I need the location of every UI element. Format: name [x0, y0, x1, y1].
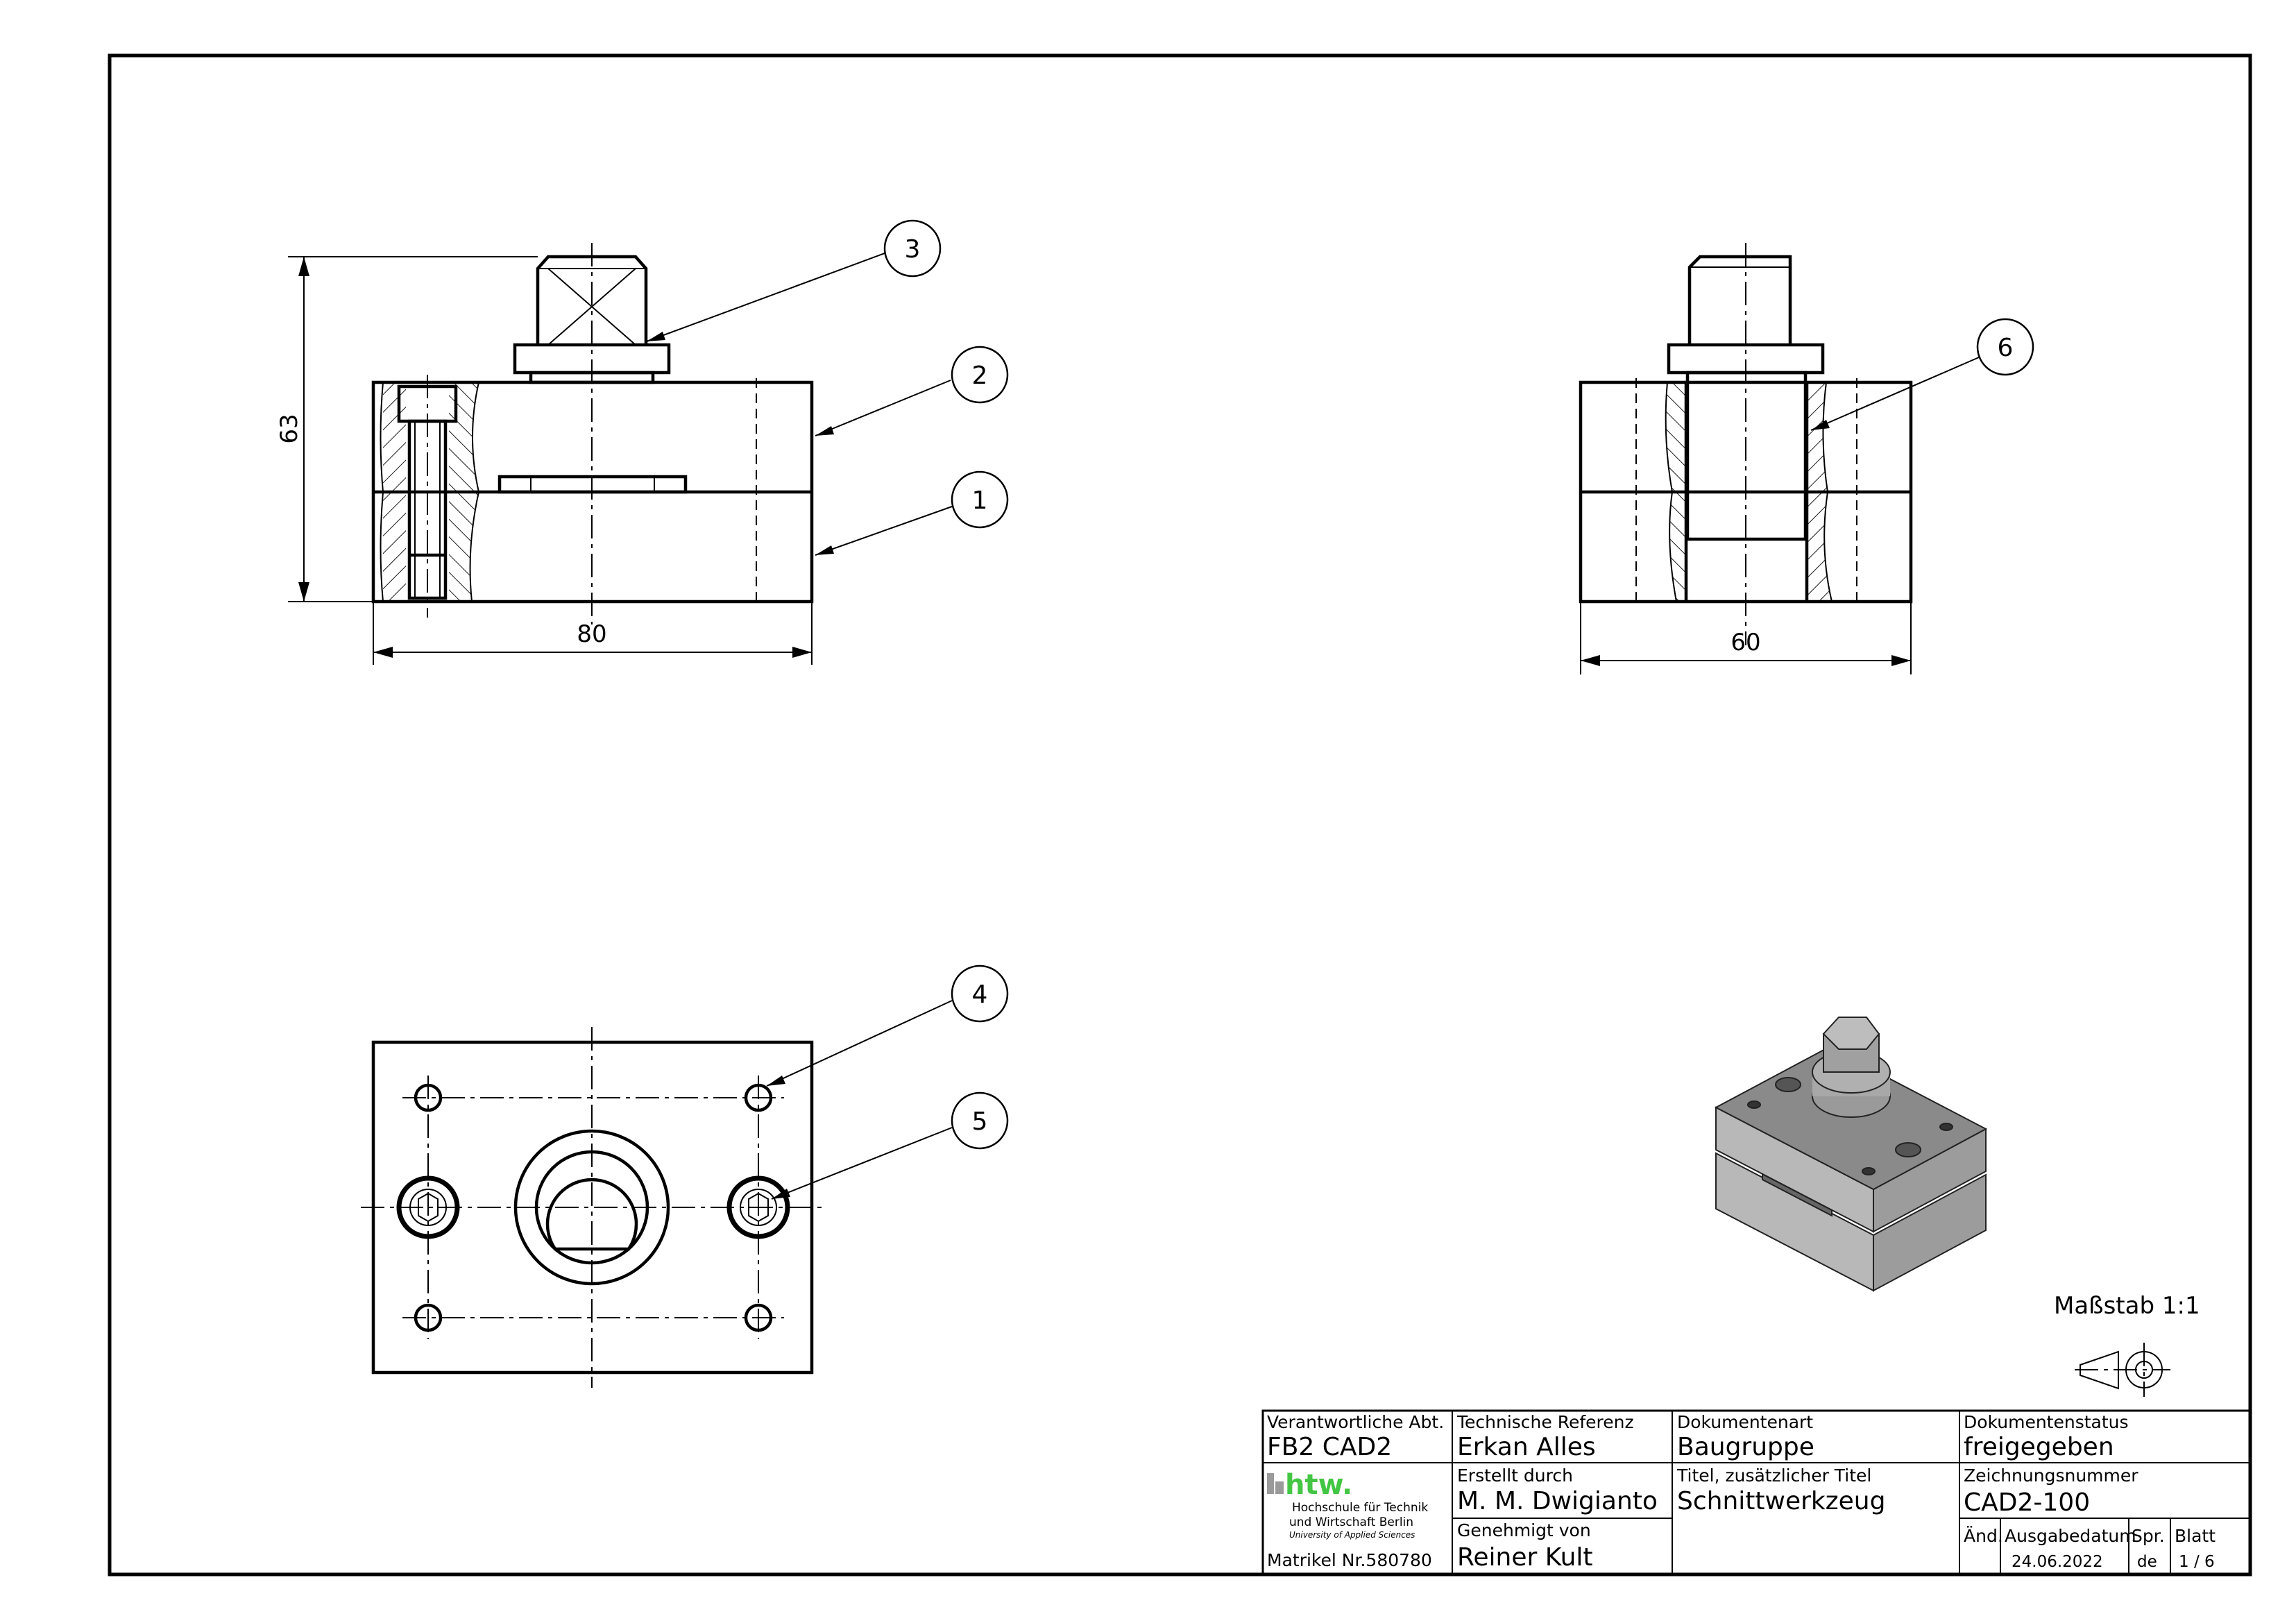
lang: de: [2137, 1553, 2157, 1571]
balloon-5: 5: [771, 1091, 1009, 1200]
section-hatch-area: [383, 382, 406, 602]
matrikel: Matrikel Nr.580780: [1267, 1550, 1432, 1570]
approved-by-label: Genehmigt von: [1457, 1520, 1591, 1540]
doc-type-label: Dokumentenart: [1677, 1412, 1813, 1432]
sheet-label: Blatt: [2175, 1526, 2216, 1546]
projection-symbol-icon: [2075, 1343, 2170, 1397]
issue-date: 24.06.2022: [2012, 1553, 2103, 1571]
responsible-dept-label: Verantwortliche Abt.: [1267, 1412, 1444, 1432]
balloon-4: 4: [766, 965, 1009, 1087]
balloon-3: 3: [646, 219, 942, 342]
balloon-2: 2: [815, 346, 1009, 436]
top-view: [361, 1027, 826, 1388]
balloon-1: 1: [815, 470, 1009, 556]
dim-width-side: 60: [1730, 629, 1760, 656]
dim-width-front: 80: [577, 620, 606, 648]
tech-ref: Erkan Alles: [1457, 1433, 1596, 1461]
created-by: M. M. Dwigianto: [1457, 1487, 1658, 1515]
drawing-no-label: Zeichnungsnummer: [1964, 1465, 2138, 1486]
title-block: Verantwortliche Abt. FB2 CAD2 Technische…: [1261, 1409, 2252, 1576]
htw-logo: htw. Hochschule für Technik und Wirtscha…: [1267, 1469, 1428, 1540]
title-label: Titel, zusätzlicher Titel: [1676, 1465, 1871, 1486]
responsible-dept: FB2 CAD2: [1267, 1433, 1392, 1461]
svg-text:4: 4: [972, 980, 988, 1009]
svg-text:htw.: htw.: [1285, 1469, 1352, 1501]
svg-text:2: 2: [972, 362, 988, 390]
front-view: 63 80: [275, 243, 814, 665]
doc-status: freigegeben: [1964, 1433, 2114, 1461]
drawing-no: CAD2-100: [1964, 1488, 2090, 1517]
doc-status-label: Dokumentenstatus: [1964, 1412, 2129, 1432]
approved-by: Reiner Kult: [1457, 1543, 1593, 1572]
doc-type: Baugruppe: [1677, 1433, 1814, 1461]
svg-text:6: 6: [1998, 334, 2014, 362]
rev-label: Änd.: [1964, 1526, 2003, 1546]
issue-date-label: Ausgabedatum: [2005, 1526, 2136, 1546]
svg-text:3: 3: [905, 235, 921, 264]
balloon-6: 6: [1810, 318, 2034, 431]
svg-text:5: 5: [972, 1107, 988, 1136]
svg-text:und Wirtschaft Berlin: und Wirtschaft Berlin: [1289, 1515, 1413, 1529]
drawing-frame: [108, 53, 2252, 1577]
created-by-label: Erstellt durch: [1457, 1465, 1573, 1486]
lang-label: Spr.: [2132, 1526, 2165, 1546]
svg-text:Hochschule für Technik: Hochschule für Technik: [1292, 1501, 1428, 1515]
svg-text:University of Applied Sciences: University of Applied Sciences: [1289, 1530, 1415, 1540]
side-view: 60: [1579, 243, 1913, 674]
title: Schnittwerkzeug: [1677, 1487, 1885, 1515]
tech-ref-label: Technische Referenz: [1456, 1412, 1634, 1432]
svg-text:1: 1: [972, 486, 988, 515]
scale-label: Maßstab 1:1: [2054, 1292, 2200, 1320]
sheet-number: 1 / 6: [2179, 1553, 2215, 1571]
dim-height: 63: [275, 414, 303, 443]
isometric-view: [1714, 1017, 1988, 1292]
